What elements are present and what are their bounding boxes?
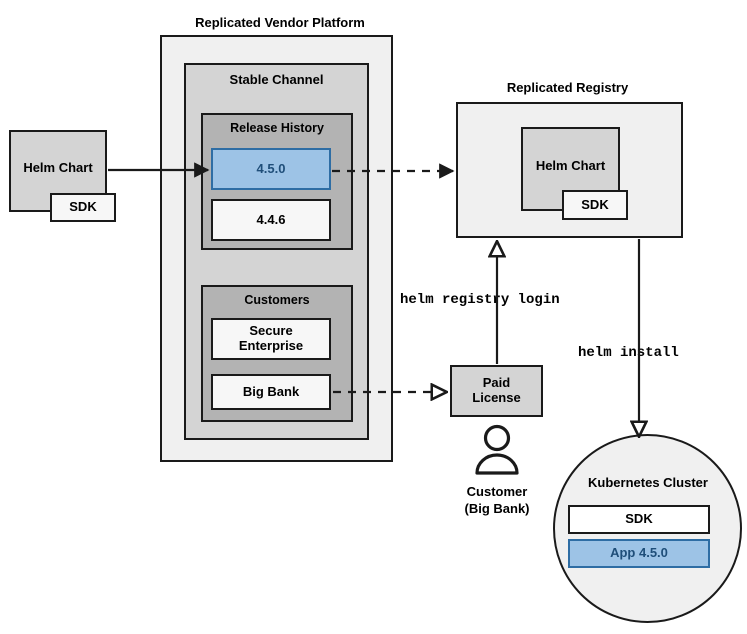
release-item-450[interactable]: 4.5.0 bbox=[211, 148, 331, 190]
registry-title: Replicated Registry bbox=[506, 80, 629, 95]
paid-license-line1: Paid bbox=[482, 375, 511, 391]
paid-license-line2: License bbox=[472, 390, 521, 405]
command-label-helm-registry-login: helm registry login bbox=[400, 292, 560, 308]
command-label-helm-install: helm install bbox=[578, 345, 679, 361]
customer-item-big-bank[interactable]: Big Bank bbox=[211, 374, 331, 410]
paid-license-box: Paid License bbox=[450, 365, 543, 417]
release-item-446[interactable]: 4.4.6 bbox=[211, 199, 331, 241]
customers-label: Customers bbox=[244, 293, 310, 307]
cluster-component-sdk: SDK bbox=[568, 505, 710, 534]
source-helm-chart-sdk-box: SDK bbox=[50, 193, 116, 222]
customer-actor-line2: (Big Bank) bbox=[464, 500, 530, 516]
person-icon bbox=[475, 424, 519, 475]
customer-secure-enterprise-line2: Enterprise bbox=[238, 338, 304, 353]
release-history-label: Release History bbox=[230, 121, 324, 135]
customer-actor-line1: Customer bbox=[466, 484, 528, 499]
customer-actor-caption: Customer (Big Bank) bbox=[440, 484, 554, 518]
kubernetes-cluster-label: Kubernetes Cluster bbox=[588, 475, 708, 490]
vendor-platform-title: Replicated Vendor Platform bbox=[195, 15, 365, 30]
customer-item-secure-enterprise[interactable]: Secure Enterprise bbox=[211, 318, 331, 360]
cluster-component-app: App 4.5.0 bbox=[568, 539, 710, 568]
customer-secure-enterprise-line1: Secure bbox=[249, 323, 293, 339]
stable-channel-label: Stable Channel bbox=[229, 72, 324, 87]
registry-helm-chart-sdk-box: SDK bbox=[562, 190, 628, 220]
